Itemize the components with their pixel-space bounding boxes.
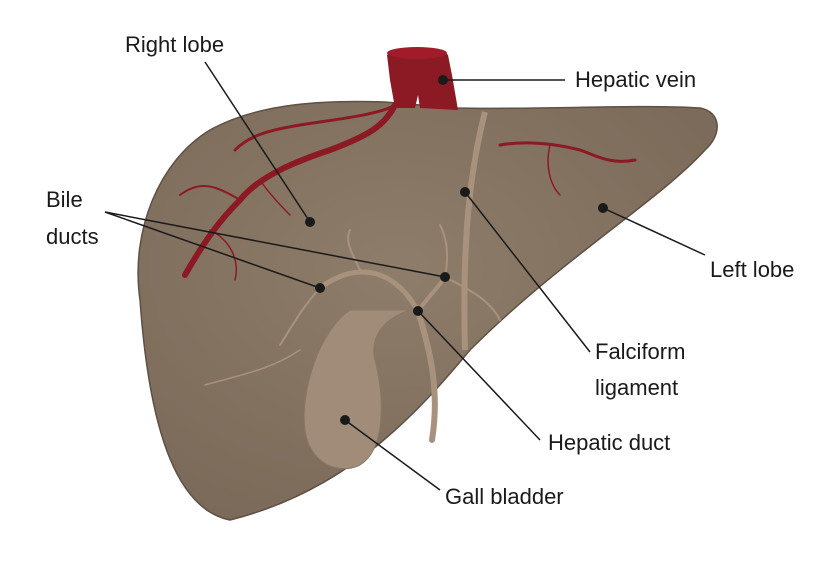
label-left-lobe: Left lobe xyxy=(710,257,795,282)
label-bile-ducts-1: Bile xyxy=(46,187,83,212)
label-falciform-1: Falciform xyxy=(595,339,686,364)
leader-lines xyxy=(104,61,706,491)
label-right-lobe: Right lobe xyxy=(125,32,225,57)
label-falciform-2: ligament xyxy=(595,375,679,400)
label-hepatic-duct: Hepatic duct xyxy=(548,430,671,455)
label-gall-bladder: Gall bladder xyxy=(445,484,564,509)
falciform-ligament xyxy=(461,111,488,351)
gall-bladder xyxy=(303,309,411,470)
liver xyxy=(137,100,718,521)
leader-dots xyxy=(305,75,608,425)
label-bile-ducts-2: ducts xyxy=(46,224,99,249)
hepatic-vein-opening xyxy=(387,47,447,59)
hepatic-vein xyxy=(387,48,458,110)
label-hepatic-vein: Hepatic vein xyxy=(575,67,697,92)
